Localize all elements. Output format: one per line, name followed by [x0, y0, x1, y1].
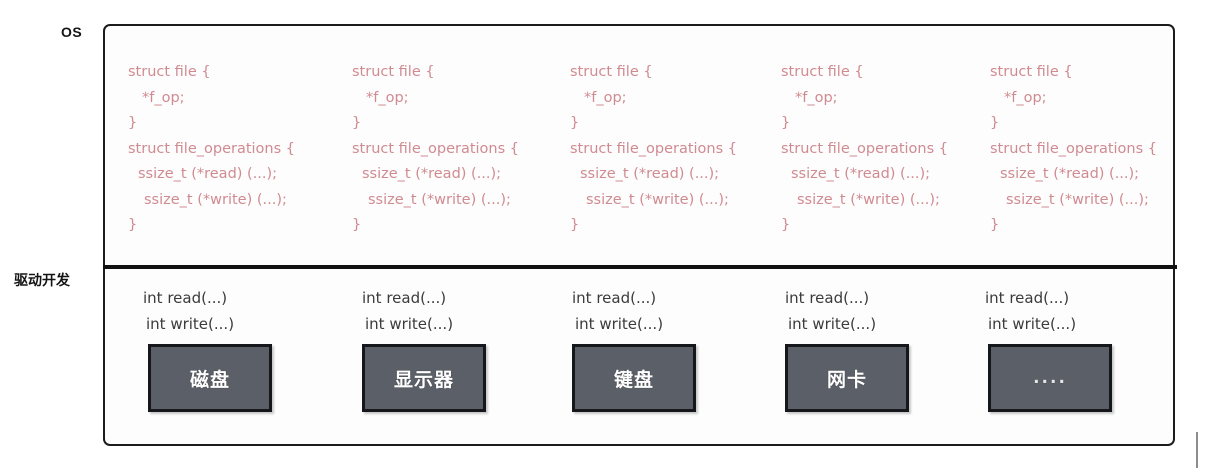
- code-line-struct-file: struct file {: [352, 64, 435, 80]
- code-line-close-brace-1: }: [570, 115, 580, 131]
- os-code-block-5: struct file { *f_op; } struct file_opera…: [990, 60, 1157, 239]
- code-line-close-brace-1: }: [781, 115, 791, 131]
- code-line-struct-file-operations: struct file_operations {: [781, 140, 948, 157]
- driver-line-write: int write(...): [988, 315, 1077, 333]
- code-line-write: ssize_t (*write) (...);: [144, 191, 287, 208]
- device-box-keyboard[interactable]: 键盘: [572, 344, 696, 412]
- device-box-monitor[interactable]: 显示器: [362, 344, 486, 412]
- code-line-f-op: *f_op;: [795, 89, 838, 106]
- os-code-block-2: struct file { *f_op; } struct file_opera…: [352, 60, 519, 239]
- code-line-struct-file: struct file {: [570, 64, 653, 80]
- code-line-struct-file: struct file {: [990, 64, 1073, 80]
- device-label: 显示器: [393, 368, 454, 391]
- label-driver-development: 驱动开发: [14, 273, 70, 289]
- driver-code-block-4: int read(...) int write(...): [785, 285, 876, 337]
- driver-code-block-1: int read(...) int write(...): [143, 285, 234, 337]
- driver-line-write: int write(...): [575, 315, 664, 333]
- code-line-write: ssize_t (*write) (...);: [368, 191, 511, 208]
- driver-line-read: int read(...): [143, 289, 228, 307]
- code-line-struct-file-operations: struct file_operations {: [570, 140, 737, 157]
- code-line-struct-file-operations: struct file_operations {: [128, 140, 295, 157]
- code-line-struct-file: struct file {: [781, 64, 864, 80]
- driver-code-block-5: int read(...) int write(...): [985, 285, 1076, 337]
- code-line-f-op: *f_op;: [366, 89, 409, 106]
- code-line-f-op: *f_op;: [142, 89, 185, 106]
- os-driver-divider: [103, 265, 1177, 269]
- driver-line-read: int read(...): [985, 289, 1070, 307]
- driver-line-read: int read(...): [785, 289, 870, 307]
- code-line-close-brace-1: }: [128, 115, 138, 131]
- code-line-write: ssize_t (*write) (...);: [1006, 191, 1149, 208]
- code-line-close-brace-2: }: [352, 217, 362, 233]
- code-line-f-op: *f_op;: [1004, 89, 1047, 106]
- device-box-disk[interactable]: 磁盘: [148, 344, 272, 412]
- code-line-close-brace-1: }: [990, 115, 1000, 131]
- driver-code-block-3: int read(...) int write(...): [572, 285, 663, 337]
- code-line-read: ssize_t (*read) (...);: [138, 166, 278, 182]
- code-line-f-op: *f_op;: [584, 89, 627, 106]
- driver-code-block-2: int read(...) int write(...): [362, 285, 453, 337]
- device-box-network-card[interactable]: 网卡: [785, 344, 909, 412]
- driver-line-write: int write(...): [146, 315, 235, 333]
- driver-line-read: int read(...): [362, 289, 447, 307]
- code-line-close-brace-2: }: [128, 217, 138, 233]
- device-label: 磁盘: [189, 368, 230, 391]
- code-line-close-brace-2: }: [781, 217, 791, 233]
- device-label: ....: [1033, 368, 1067, 388]
- driver-line-write: int write(...): [365, 315, 454, 333]
- bottom-right-tail-line: [1196, 432, 1198, 468]
- os-code-block-1: struct file { *f_op; } struct file_opera…: [128, 60, 295, 239]
- label-os: OS: [61, 24, 83, 40]
- code-line-struct-file-operations: struct file_operations {: [352, 140, 519, 157]
- driver-line-write: int write(...): [788, 315, 877, 333]
- code-line-read: ssize_t (*read) (...);: [1000, 166, 1140, 182]
- device-box-more[interactable]: ....: [988, 344, 1112, 412]
- code-line-read: ssize_t (*read) (...);: [580, 166, 720, 182]
- code-line-struct-file-operations: struct file_operations {: [990, 140, 1157, 157]
- driver-line-read: int read(...): [572, 289, 657, 307]
- code-line-write: ssize_t (*write) (...);: [586, 191, 729, 208]
- code-line-close-brace-1: }: [352, 115, 362, 131]
- code-line-close-brace-2: }: [990, 217, 1000, 233]
- os-code-block-4: struct file { *f_op; } struct file_opera…: [781, 60, 948, 239]
- device-label: 键盘: [613, 368, 654, 391]
- device-label: 网卡: [826, 368, 867, 391]
- code-line-close-brace-2: }: [570, 217, 580, 233]
- code-line-struct-file: struct file {: [128, 64, 211, 80]
- code-line-write: ssize_t (*write) (...);: [797, 191, 940, 208]
- code-line-read: ssize_t (*read) (...);: [362, 166, 502, 182]
- code-line-read: ssize_t (*read) (...);: [791, 166, 931, 182]
- os-code-block-3: struct file { *f_op; } struct file_opera…: [570, 60, 737, 239]
